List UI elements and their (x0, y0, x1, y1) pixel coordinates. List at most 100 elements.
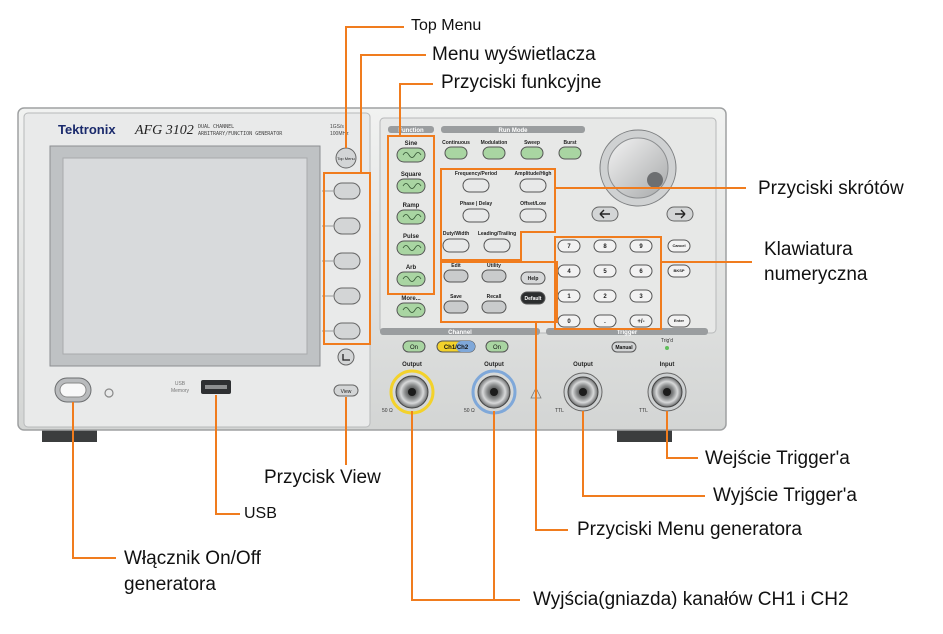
keypad-label-1: 1 (567, 294, 571, 300)
brand-logo: Tektronix (58, 122, 116, 137)
menu-button-default[interactable] (520, 291, 546, 305)
shortcut-button-frequency-period[interactable] (462, 178, 490, 193)
keypad-label-7: 7 (567, 244, 571, 250)
shortcut-button-offset-low[interactable] (519, 208, 547, 223)
run-mode-button-continuous[interactable] (444, 146, 468, 160)
line-usb (215, 395, 240, 515)
callout-menu-display: Menu wyświetlacza (432, 44, 596, 65)
bezel-button-3[interactable] (333, 252, 361, 270)
waveform-icon-sine (402, 152, 422, 158)
side-key-bksp[interactable] (667, 264, 691, 278)
bezel-button-4[interactable] (333, 287, 361, 305)
run-mode-label-modulation: Modulation (481, 140, 508, 146)
keypad-button-7[interactable] (557, 239, 581, 253)
run-mode-button-modulation[interactable] (482, 146, 506, 160)
manual-trigger-label: Manual (615, 345, 633, 351)
channel-header: Channel (448, 330, 472, 336)
keypad-button-key11[interactable] (629, 314, 653, 328)
run-mode-header: Run Mode (499, 128, 529, 134)
keypad-label-5: 5 (603, 269, 607, 275)
menu-label-edit: Edit (451, 263, 461, 269)
arrow-right-icon (675, 209, 686, 219)
trigger-output-ttl: TTL (555, 408, 564, 414)
menu-button-help[interactable] (520, 271, 546, 285)
keypad-button-2[interactable] (593, 289, 617, 303)
model-subtitle-1: DUAL CHANNEL (198, 124, 234, 130)
callout-function-buttons: Przyciski funkcyjne (441, 72, 602, 93)
bezel-button-1[interactable] (333, 182, 361, 200)
menu-button-recall[interactable] (481, 300, 507, 314)
shortcut-button-duty-width[interactable] (442, 238, 470, 253)
shortcut-button-phase-delay[interactable] (462, 208, 490, 223)
device-foot-left (42, 428, 97, 442)
bezel-button-2[interactable] (333, 217, 361, 235)
callout-shortcut-buttons: Przyciski skrótów (758, 178, 904, 199)
power-symbol-icon (104, 388, 114, 398)
view-button[interactable] (333, 384, 359, 397)
keypad-button-6[interactable] (629, 264, 653, 278)
trigger-output-label: Output (573, 362, 593, 368)
menu-label-save: Save (450, 294, 462, 300)
callout-lines (72, 26, 752, 601)
function-button-more[interactable] (396, 302, 426, 318)
function-label-arb: Arb (406, 265, 417, 271)
ch1-on-button[interactable] (402, 340, 426, 353)
shortcut-label-offset-low: Offset/Low (520, 201, 546, 207)
function-button-ramp[interactable] (396, 209, 426, 225)
bezel-button-group (322, 182, 361, 340)
callout-trigger-input: Wejście Trigger'a (705, 448, 850, 469)
run-mode-header-bar (441, 126, 585, 133)
menu-button-save[interactable] (443, 300, 469, 314)
shortcut-button-amplitude-high[interactable] (519, 178, 547, 193)
keypad-button-5[interactable] (593, 264, 617, 278)
waveform-icon-arb (402, 276, 422, 282)
waveform-icon-pulse (402, 245, 422, 251)
keypad-button-9[interactable] (629, 239, 653, 253)
callout-top-menu: Top Menu (411, 17, 482, 34)
function-button-pulse[interactable] (396, 240, 426, 256)
function-button-arb[interactable] (396, 271, 426, 287)
waveform-icon-more (402, 307, 422, 313)
keypad-button-8[interactable] (593, 239, 617, 253)
line-channel-outputs (411, 411, 495, 601)
shortcut-label-frequency-period: Frequency/Period (455, 171, 497, 177)
callout-keypad-line2: numeryczna (764, 264, 868, 285)
manual-trigger-button[interactable] (611, 341, 637, 353)
run-mode-button-sweep[interactable] (520, 146, 544, 160)
line-top-menu (345, 26, 404, 148)
shortcut-button-leading-trailing[interactable] (483, 238, 511, 253)
function-button-square[interactable] (396, 178, 426, 194)
menu-label-utility: Utility (487, 263, 501, 269)
ch1-impedance: 50 Ω (382, 408, 393, 414)
callout-keypad-line1: Klawiatura (764, 239, 853, 260)
trigger-output-pin (579, 388, 587, 396)
keypad-button-key10[interactable] (593, 314, 617, 328)
menu-button-edit[interactable] (443, 269, 469, 283)
return-arrow-icon (342, 354, 350, 361)
ch2-on-button[interactable] (485, 340, 509, 353)
bezel-button-5[interactable] (333, 322, 361, 340)
function-button-sine[interactable] (396, 147, 426, 163)
line-trigger-output (582, 411, 705, 497)
return-button[interactable] (337, 348, 355, 366)
ch2-toggle-half (456, 341, 475, 352)
model-subtitle-2: ARBITRARY/FUNCTION GENERATOR (198, 131, 283, 137)
run-mode-button-burst[interactable] (558, 146, 582, 160)
side-key-enter[interactable] (667, 314, 691, 328)
side-key-cancel[interactable] (667, 239, 691, 253)
trigger-input-ttl: TTL (639, 408, 648, 414)
menu-display-highlight (323, 172, 371, 345)
usb-port-label-1: USB (175, 381, 186, 387)
ch1-output-label: Output (402, 362, 422, 368)
keypad-button-3[interactable] (629, 289, 653, 303)
power-button[interactable] (59, 382, 87, 398)
keypad-label-3: 3 (639, 294, 643, 300)
shortcut-label-duty-width: Duty/Width (443, 231, 469, 237)
callout-usb: USB (244, 505, 277, 522)
menu-button-utility[interactable] (481, 269, 507, 283)
